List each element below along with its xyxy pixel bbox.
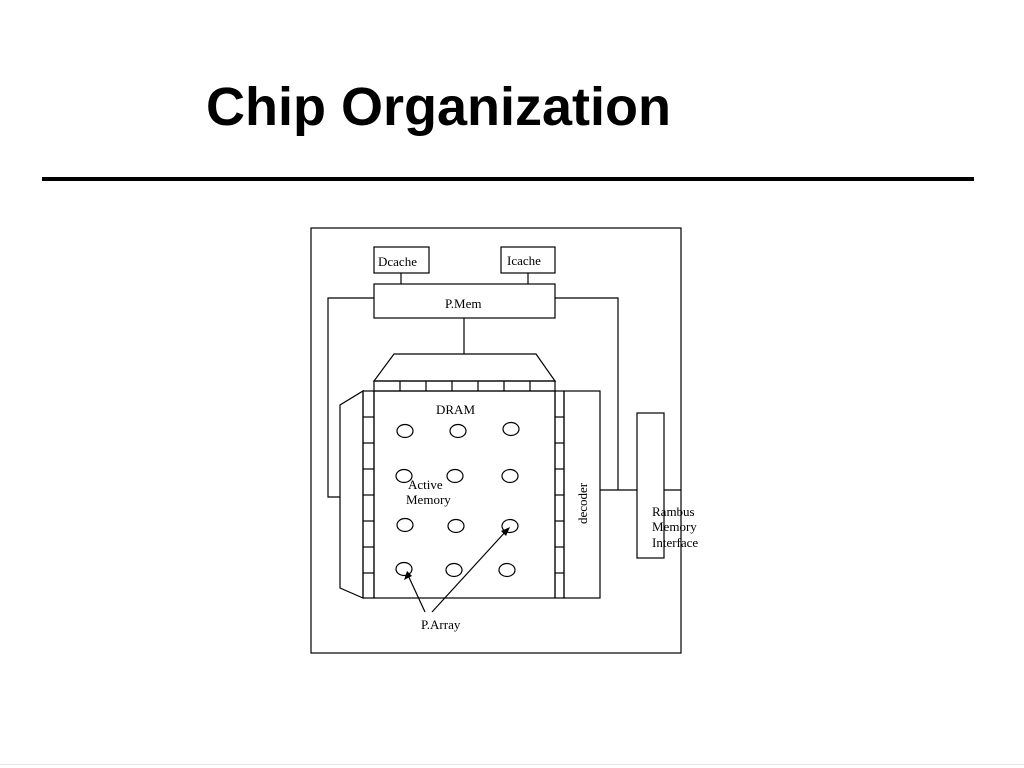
dram-array	[373, 390, 556, 599]
footer-divider	[0, 764, 1024, 765]
title-divider	[42, 177, 974, 181]
rambus-box	[636, 412, 665, 559]
column-mux	[372, 353, 557, 382]
rambus-label-line2: Memory	[652, 519, 697, 534]
decoder-box	[563, 390, 601, 599]
rambus-label-line1: Rambus	[652, 504, 695, 519]
row-mux	[339, 389, 364, 599]
decoder-label: decoder	[575, 482, 590, 524]
processor-element-grid	[395, 421, 520, 578]
dram-label: DRAM	[436, 402, 475, 417]
dcache-label: Dcache	[378, 254, 417, 269]
parray-label: P.Array	[421, 617, 461, 632]
parray-pointer-left	[406, 572, 426, 613]
chip-outline	[310, 227, 682, 654]
left-bus	[327, 297, 374, 498]
pmem-label: P.Mem	[445, 296, 481, 311]
active-memory-label-line2: Memory	[406, 492, 451, 507]
icache-label: Icache	[507, 253, 541, 268]
slide-title: Chip Organization	[206, 77, 671, 137]
active-memory-label-line1: Active	[408, 477, 443, 492]
parray-pointer-right	[431, 529, 508, 613]
rambus-label-line3: Interface	[652, 535, 698, 550]
right-bus	[555, 297, 619, 490]
